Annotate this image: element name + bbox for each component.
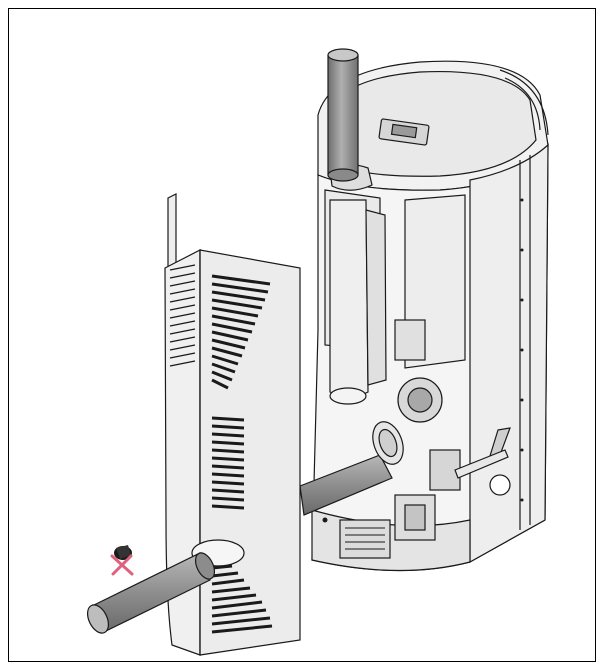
- front-smoke-pipe: [86, 552, 216, 634]
- side-panel-icon: [164, 193, 301, 656]
- flue-pipe-icon: [327, 48, 359, 182]
- internal-flue-pipe: [329, 199, 387, 405]
- smoke-pipe-icon: [299, 421, 404, 516]
- no-tool-icon: [110, 545, 134, 576]
